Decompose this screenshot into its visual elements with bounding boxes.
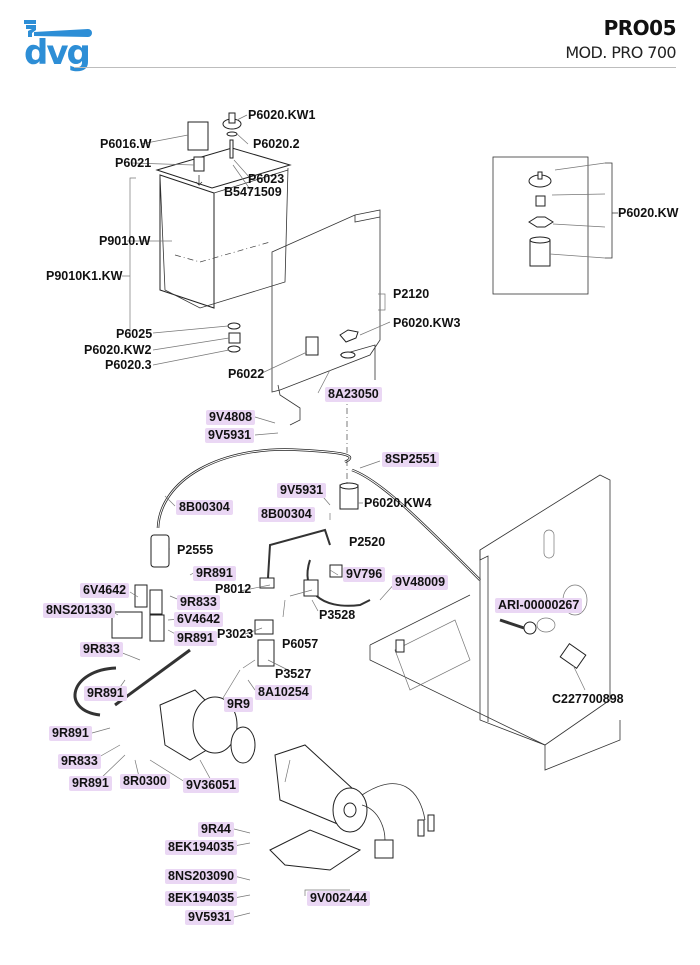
- part-label-P6023: P6023: [248, 172, 285, 186]
- part-label-9V5931: 9V5931: [185, 910, 235, 925]
- part-label-P3023: P3023: [217, 627, 254, 641]
- pump: [159, 689, 256, 764]
- part-label-6V4642: 6V4642: [80, 583, 130, 598]
- chassis: [369, 474, 621, 771]
- part-label-P6020.KW4: P6020.KW4: [364, 496, 432, 510]
- part-label-8EK194035: 8EK194035: [165, 840, 238, 855]
- part-label-9V5931: 9V5931: [277, 483, 327, 498]
- part-label-B5471509: B5471509: [224, 185, 282, 199]
- part-label-8SP2551: 8SP2551: [382, 452, 440, 467]
- part-label-9V4808: 9V4808: [206, 410, 256, 425]
- part-label-9V002444: 9V002444: [307, 891, 371, 906]
- part-label-P6016.W: P6016.W: [100, 137, 152, 151]
- part-label-6V4642: 6V4642: [174, 612, 224, 627]
- part-label-P6020.2: P6020.2: [253, 137, 300, 151]
- part-label-9R833: 9R833: [58, 754, 101, 769]
- part-label-8NS203090: 8NS203090: [165, 869, 238, 884]
- part-label-P6025: P6025: [116, 327, 153, 341]
- part-label-P6020.KW2: P6020.KW2: [84, 343, 152, 357]
- part-label-P6021: P6021: [115, 156, 152, 170]
- part-label-9R9: 9R9: [224, 697, 253, 712]
- part-label-P6020.3: P6020.3: [105, 358, 152, 372]
- part-label-9V796: 9V796: [343, 567, 386, 582]
- part-label-9R833: 9R833: [177, 595, 220, 610]
- part-label-P8012: P8012: [215, 582, 252, 596]
- part-label-P2555: P2555: [177, 543, 214, 557]
- part-label-P9010K1.KW: P9010K1.KW: [46, 269, 123, 283]
- inset-frame: [492, 156, 589, 295]
- part-label-P6022: P6022: [228, 367, 265, 381]
- part-label-8R0300: 8R0300: [120, 774, 170, 789]
- brand-name: dvg: [24, 33, 91, 73]
- model-name: MOD. PRO 700: [565, 43, 676, 62]
- document-code: PRO05: [603, 16, 677, 40]
- part-label-8B00304: 8B00304: [258, 507, 315, 522]
- part-label-P2520: P2520: [349, 535, 386, 549]
- part-label-9R891: 9R891: [49, 726, 92, 741]
- part-label-P6020.KW: P6020.KW: [618, 206, 679, 220]
- motor: [269, 744, 435, 871]
- part-label-P3527: P3527: [275, 667, 312, 681]
- part-label-P6020.KW1: P6020.KW1: [248, 108, 316, 122]
- part-label-9V36051: 9V36051: [183, 778, 240, 793]
- part-label-9V5931: 9V5931: [205, 428, 255, 443]
- part-label-P2120: P2120: [393, 287, 430, 301]
- part-label-9R891: 9R891: [84, 686, 127, 701]
- tank-bracket: [271, 209, 381, 426]
- header-divider: [74, 67, 676, 68]
- part-label-8A23050: 8A23050: [325, 387, 382, 402]
- part-label-9R891: 9R891: [69, 776, 112, 791]
- part-label-8NS201330: 8NS201330: [43, 603, 116, 618]
- leader-lines: [91, 114, 586, 918]
- part-label-P9010.W: P9010.W: [99, 234, 151, 248]
- part-label-9R44: 9R44: [198, 822, 234, 837]
- part-label-P6020.KW3: P6020.KW3: [393, 316, 461, 330]
- part-label-9R891: 9R891: [174, 631, 217, 646]
- part-label-8B00304: 8B00304: [176, 500, 233, 515]
- part-label-9R891: 9R891: [193, 566, 236, 581]
- part-label-8EK194035: 8EK194035: [165, 891, 238, 906]
- portafilter-icon: [24, 20, 92, 37]
- part-label-P6057: P6057: [282, 637, 319, 651]
- part-label-P3528: P3528: [319, 608, 356, 622]
- valve-kit-inset: [528, 171, 554, 267]
- part-label-9R833: 9R833: [80, 642, 123, 657]
- part-label-8A10254: 8A10254: [255, 685, 312, 700]
- water-tank: [155, 112, 292, 309]
- part-label-9V48009: 9V48009: [392, 575, 449, 590]
- part-label-C227700898: C227700898: [552, 692, 624, 706]
- part-label-ARI-00000267: ARI-00000267: [495, 598, 583, 613]
